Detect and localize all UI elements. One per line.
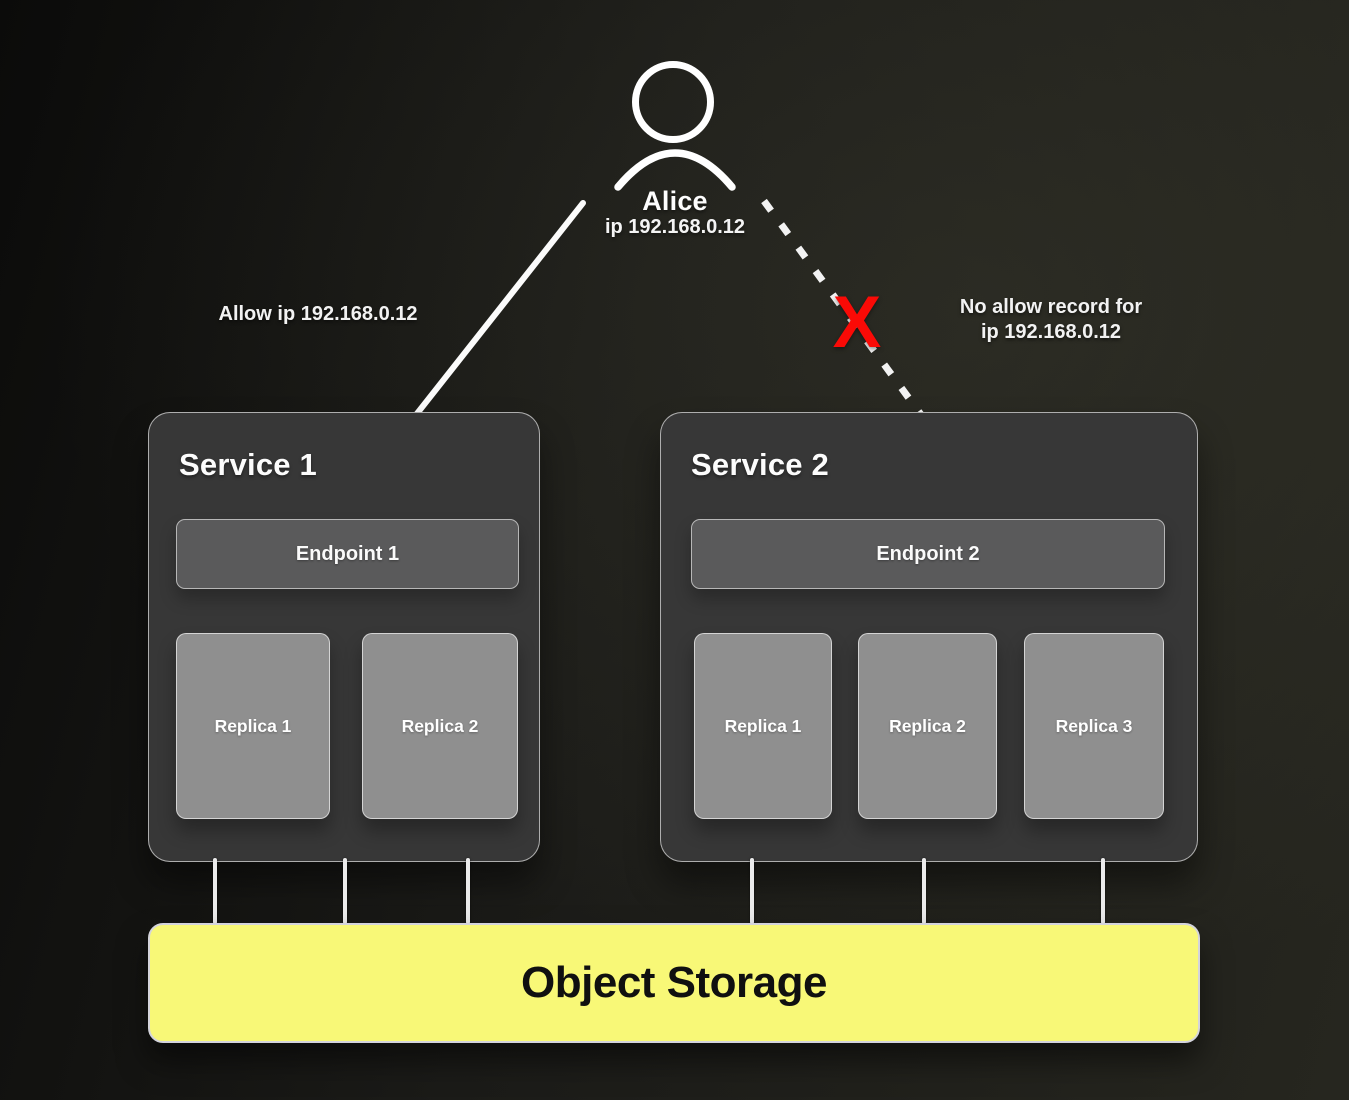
service-1-title: Service 1 [179,447,317,482]
allow-edge-label: Allow ip 192.168.0.12 [218,303,418,325]
user-name-label: Alice [642,186,708,216]
deny-edge-label-line2: ip 192.168.0.12 [980,321,1122,343]
blocked-x-mark: X [832,282,882,363]
object-storage-node: Object Storage [148,923,1200,1043]
service-2-endpoint-node: Endpoint 2 [691,519,1165,589]
connector-line [922,858,926,924]
service-2-replica-3-node: Replica 3 [1024,633,1164,819]
connector-line [213,858,217,924]
service-2-title: Service 2 [691,447,829,482]
service-1-replica-2-node: Replica 2 [362,633,518,819]
user-icon [614,61,736,191]
user-ip-label: ip 192.168.0.12 [604,216,746,238]
object-storage-label: Object Storage [521,958,827,1007]
service-1-endpoint-node: Endpoint 1 [176,519,519,589]
connector-line [343,858,347,924]
service-1-card: Service 1 Endpoint 1 Replica 1 Replica 2 [148,412,540,862]
service-1-replica-1-node: Replica 1 [176,633,330,819]
service-2-replica-2-node: Replica 2 [858,633,997,819]
user-head-icon [632,61,714,143]
connector-line [1101,858,1105,924]
deny-edge-label: No allow record for ip 192.168.0.12 [901,295,1201,345]
user-shoulders-icon [614,149,736,191]
connector-line [466,858,470,924]
service-2-card: Service 2 Endpoint 2 Replica 1 Replica 2… [660,412,1198,862]
service-2-replica-1-node: Replica 1 [694,633,832,819]
deny-edge-label-line1: No allow record for [959,296,1143,318]
connector-line [750,858,754,924]
